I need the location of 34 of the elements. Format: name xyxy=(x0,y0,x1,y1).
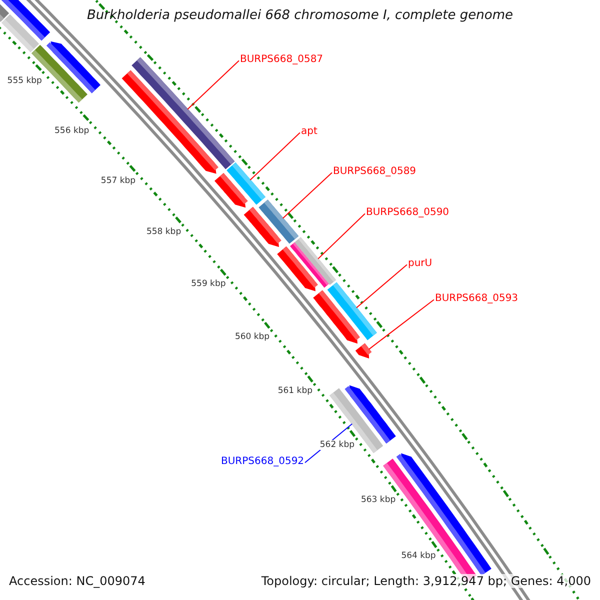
scale-label: 559 kbp xyxy=(191,279,226,290)
genome-info-text: Topology: circular; Length: 3,912,947 bp; Genes: 4,000 xyxy=(261,574,591,588)
gene-bar xyxy=(0,0,50,41)
gene-label: BURPS668_0593 xyxy=(435,293,518,304)
leader-line xyxy=(356,264,408,308)
scale-label: 564 kbp xyxy=(401,550,436,561)
gene-bar xyxy=(132,57,235,170)
scale-label: 561 kbp xyxy=(278,386,312,396)
gene-bar xyxy=(226,162,266,205)
scale-label: 562 kbp xyxy=(320,440,355,450)
scale-label: 558 kbp xyxy=(146,227,182,238)
gene-bar xyxy=(355,343,372,358)
gene-label: apt xyxy=(301,126,318,137)
leader-line xyxy=(368,299,434,350)
gene-label: BURPS668_0589 xyxy=(333,166,416,177)
gene-label: BURPS668_0587 xyxy=(240,54,324,65)
gene-bar xyxy=(2,14,40,52)
leader-line xyxy=(250,132,300,180)
gene-bar xyxy=(258,200,299,244)
scale-label: 556 kbp xyxy=(54,126,90,136)
leader-line xyxy=(282,172,332,219)
gene-label: purU xyxy=(408,258,432,269)
scale-label: 563 kbp xyxy=(360,494,396,505)
gene-label: BURPS668_0592 xyxy=(221,456,304,467)
leader-line xyxy=(187,60,240,110)
gene-bar xyxy=(327,282,377,340)
scale-label: 560 kbp xyxy=(234,332,270,342)
accession-text: Accession: NC_009074 xyxy=(9,574,146,588)
leader-line xyxy=(318,213,366,260)
map-title: Burkholderia pseudomallei 668 chromosome I, complete genome xyxy=(86,8,514,23)
gene-bar xyxy=(277,246,318,292)
scale-label: 557 kbp xyxy=(100,176,136,186)
gene-label: BURPS668_0590 xyxy=(366,207,450,218)
scale-label: 555 kbp xyxy=(7,76,42,86)
